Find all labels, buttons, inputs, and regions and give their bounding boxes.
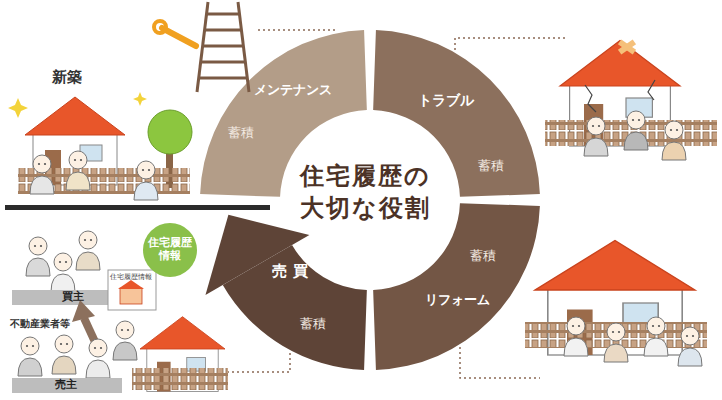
ring-segment — [373, 203, 540, 370]
ladder-wrench — [154, 2, 249, 92]
damaged-house — [545, 39, 717, 160]
ring-arrowhead — [205, 215, 309, 295]
label: 売主 — [55, 378, 77, 391]
node-text: メンテナンス — [254, 82, 332, 98]
center-title: 住宅履歴の 大切な役割 — [295, 160, 435, 230]
leader-lines — [228, 30, 565, 378]
cycle-ring — [200, 30, 540, 370]
label: 住宅履歴情報 — [110, 273, 152, 281]
node-text: リフォーム — [425, 292, 490, 308]
label: 不動産業者等 — [10, 318, 70, 330]
cycle-segment: リフォーム 蓄積 — [370, 200, 540, 370]
node-text: 蓄積 — [470, 248, 496, 264]
label: 新築 — [52, 68, 82, 86]
cycle-segment: 売買蓄積 — [200, 200, 370, 370]
node-text: 住宅履歴の 大切な役割 — [295, 160, 435, 225]
node-text: 蓄積 — [478, 158, 504, 174]
info-circle: 住宅履歴 情報 — [143, 223, 197, 277]
new-house — [5, 92, 270, 210]
node-text: 売買 — [272, 262, 314, 280]
node-text: トラブル — [418, 92, 474, 109]
node-text: 住宅履歴 情報 — [146, 237, 194, 262]
node-text: 蓄積 — [300, 316, 326, 332]
renovated-house — [525, 241, 707, 366]
node-text: 蓄積 — [228, 125, 254, 141]
label: 買主 — [62, 290, 84, 303]
